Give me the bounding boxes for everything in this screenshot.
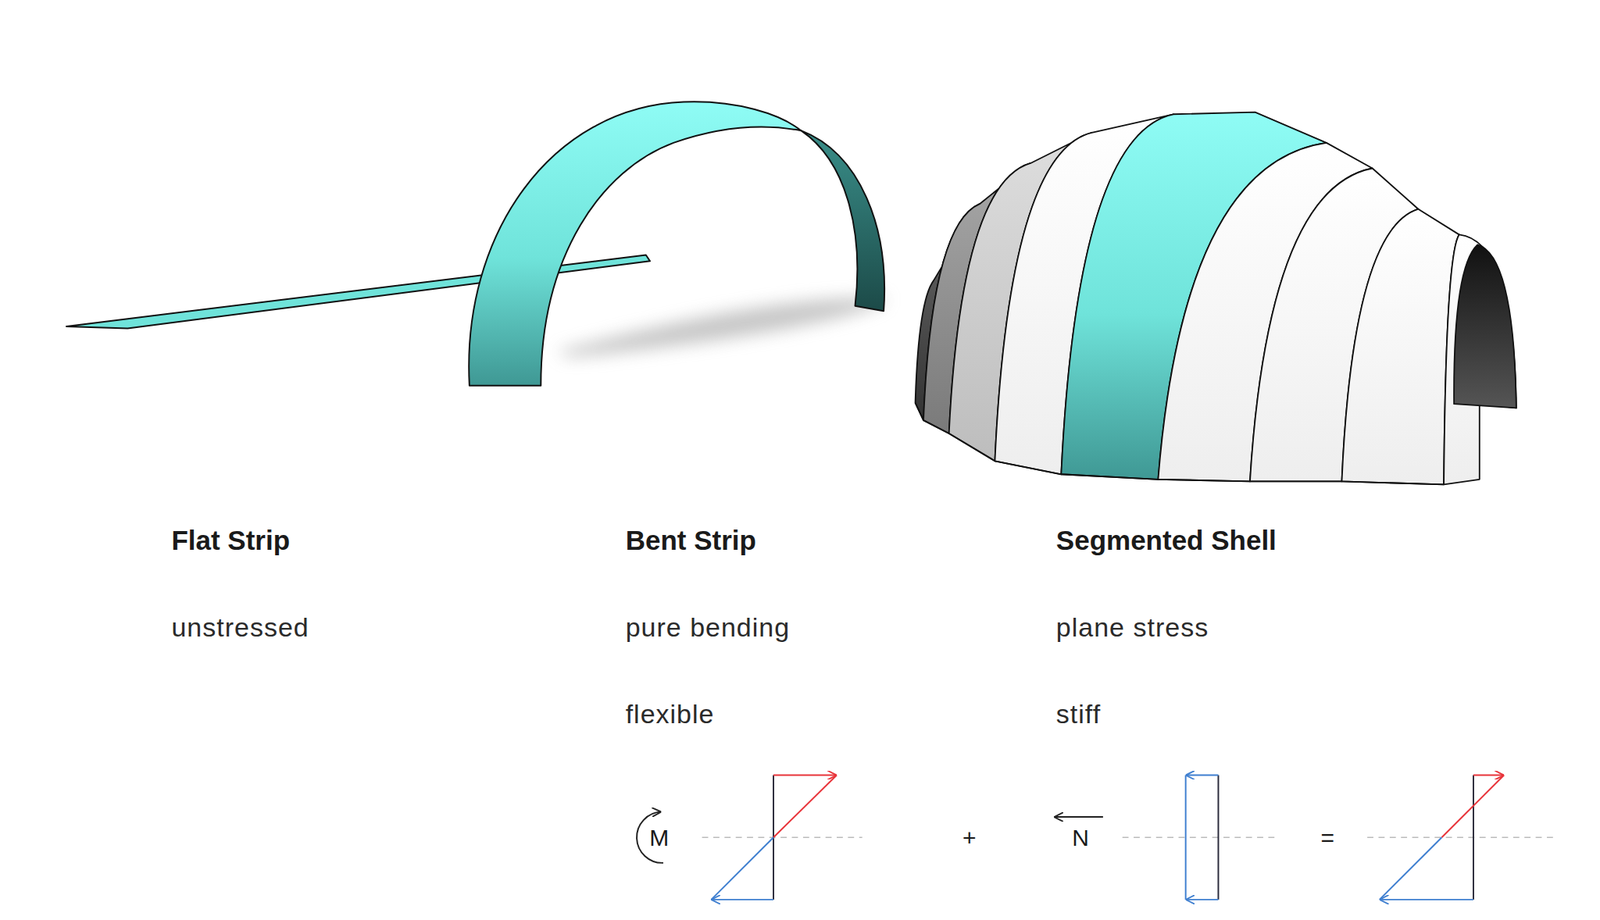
state-note: pure bending xyxy=(625,613,791,643)
normal-stress-diagram xyxy=(1053,775,1275,900)
compression-arrow xyxy=(1185,899,1219,901)
operator-symbol: + xyxy=(962,825,977,851)
segmented-shell xyxy=(915,112,1517,486)
compression-arrow xyxy=(1185,775,1219,777)
shell-base xyxy=(915,403,1445,485)
arch-front-face xyxy=(468,101,801,386)
moment-symbol: M xyxy=(649,825,669,851)
tension-arrow xyxy=(773,775,837,777)
item-title: Flat Strip xyxy=(171,525,290,557)
arch-shadow xyxy=(556,297,888,358)
operator-symbol: = xyxy=(1320,825,1335,851)
shell-rim xyxy=(1443,234,1517,485)
section-line xyxy=(1217,775,1219,900)
flat-strip xyxy=(66,254,650,329)
normal-force-arrow xyxy=(1053,816,1104,818)
section-line xyxy=(1472,775,1475,900)
compression-arrow xyxy=(1379,899,1474,901)
state-note: unstressed xyxy=(171,613,309,643)
compression-line xyxy=(1379,837,1443,900)
force-symbol: N xyxy=(1071,825,1090,851)
tension-line xyxy=(1441,775,1504,839)
shell-opening xyxy=(1453,244,1517,408)
compression-line xyxy=(1185,775,1187,900)
combined-stress-diagram xyxy=(1367,775,1557,900)
stiffness-note: flexible xyxy=(625,700,715,729)
item-title: Bent Strip xyxy=(625,525,757,557)
stiffness-note: stiff xyxy=(1056,700,1101,729)
neutral-axis xyxy=(702,836,863,839)
compression-arrow xyxy=(710,899,774,901)
item-title: Segmented Shell xyxy=(1056,525,1277,557)
neutral-axis xyxy=(1367,836,1557,839)
compression-line xyxy=(710,837,774,900)
tension-arrow xyxy=(1473,775,1504,777)
arch-back-face xyxy=(800,130,885,311)
shell-band xyxy=(1341,209,1459,486)
state-note: plane stress xyxy=(1056,613,1209,643)
neutral-axis xyxy=(1122,836,1276,839)
moment-stress-diagram xyxy=(636,775,863,900)
tension-line xyxy=(773,775,837,839)
